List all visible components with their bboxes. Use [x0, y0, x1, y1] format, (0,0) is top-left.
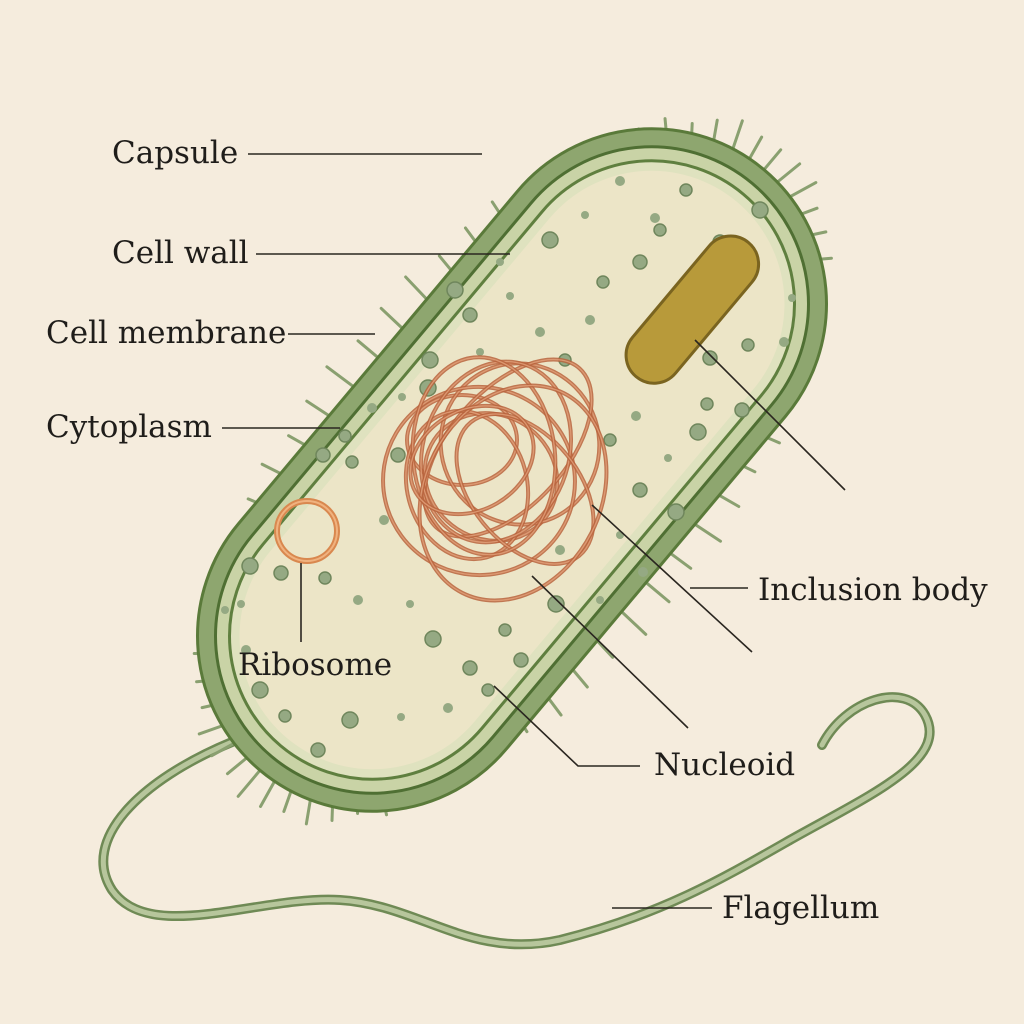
granule	[581, 211, 589, 219]
granule	[341, 711, 359, 729]
nucleoid-strand-highlight	[411, 356, 557, 556]
granule	[481, 683, 495, 697]
granule	[788, 294, 796, 302]
granule	[421, 351, 439, 369]
ribosome-label: Ribosome	[238, 647, 393, 683]
cytoplasm-label: Cytoplasm	[46, 409, 212, 445]
granule	[273, 565, 289, 581]
inclusion-body-label: Inclusion body	[758, 572, 988, 608]
granule	[632, 254, 648, 270]
nucleoid-strand-highlight	[420, 360, 572, 544]
granule	[390, 447, 406, 463]
granule	[462, 660, 478, 676]
granule	[310, 742, 326, 758]
granule	[664, 454, 672, 462]
granule	[443, 703, 453, 713]
granule	[338, 429, 352, 443]
granule	[616, 531, 624, 539]
pilus	[356, 339, 382, 361]
inclusion-body	[624, 234, 761, 385]
granule	[741, 338, 755, 352]
granule	[476, 348, 484, 356]
granule	[596, 596, 604, 604]
granule	[498, 623, 512, 637]
granule	[585, 315, 595, 325]
nucleoid-label: Nucleoid	[654, 747, 796, 783]
nucleoid-strand-highlight	[409, 405, 535, 515]
granule	[596, 275, 610, 289]
granule	[221, 606, 229, 614]
granule	[251, 681, 269, 699]
granule	[779, 337, 789, 347]
capsule-label: Capsule	[112, 135, 239, 171]
granule	[751, 201, 769, 219]
granule	[446, 281, 464, 299]
granule	[541, 231, 559, 249]
granule	[679, 183, 693, 197]
granule	[653, 223, 667, 237]
granule	[667, 503, 685, 521]
granule	[241, 557, 259, 575]
granule	[315, 447, 331, 463]
granule	[535, 327, 545, 337]
granule	[638, 567, 648, 577]
granule	[406, 600, 414, 608]
granule	[241, 645, 251, 655]
pilus	[642, 579, 671, 604]
nucleoid-strand-highlight	[382, 386, 576, 576]
granule	[689, 423, 707, 441]
granule	[424, 630, 442, 648]
granule	[345, 455, 359, 469]
granule	[632, 482, 648, 498]
nucleoid	[381, 355, 609, 603]
granule	[631, 411, 641, 421]
nucleoid-strand-highlight	[418, 384, 608, 602]
granule	[700, 397, 714, 411]
granule	[615, 176, 625, 186]
granule	[237, 600, 245, 608]
granule	[278, 709, 292, 723]
granule	[398, 393, 406, 401]
pilus	[617, 607, 648, 636]
granule	[702, 350, 718, 366]
granule	[603, 433, 617, 447]
inclusion-body-leader	[591, 339, 846, 653]
granule	[734, 402, 750, 418]
nucleoid-leader	[493, 575, 689, 767]
granule	[353, 595, 363, 605]
granule	[462, 307, 478, 323]
granule	[496, 258, 504, 266]
pilus	[379, 306, 407, 333]
granule	[397, 713, 405, 721]
granule	[555, 545, 565, 555]
granule	[367, 403, 377, 413]
granule	[650, 213, 660, 223]
cell-wall-label: Cell wall	[112, 235, 249, 271]
pilus	[325, 365, 358, 391]
granule	[513, 652, 529, 668]
cell-membrane-label: Cell membrane	[46, 315, 287, 351]
granule	[506, 292, 514, 300]
flagellum-label: Flagellum	[722, 890, 880, 926]
granule	[318, 571, 332, 585]
nucleoid-strand-highlight	[405, 410, 529, 560]
granule	[547, 595, 565, 613]
granule	[379, 515, 389, 525]
